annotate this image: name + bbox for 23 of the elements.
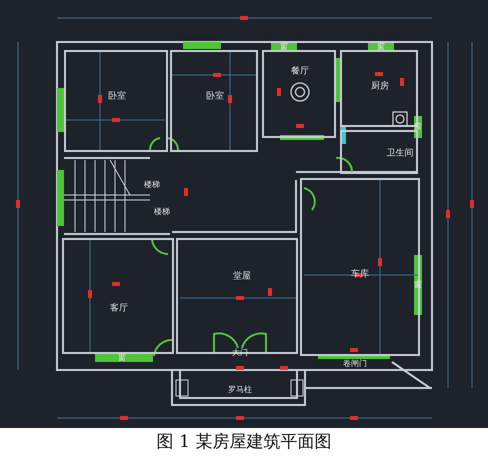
room-outline (300, 178, 420, 356)
room-outline (64, 50, 168, 152)
room-label: 卧室 (206, 92, 224, 102)
window-label: 窗 (280, 43, 288, 51)
room-label: 厨房 (371, 82, 389, 92)
room-label: 卫生间 (386, 150, 414, 158)
caption: 图 1 某房屋建筑平面图 (156, 431, 332, 453)
room-label: 客厅 (110, 304, 128, 314)
window-label: 窗 (414, 123, 422, 131)
room-label: 卧室 (108, 92, 126, 102)
room-outline (62, 238, 174, 354)
room-outline (170, 50, 258, 152)
window-label: 窗 (118, 354, 126, 362)
room-label: 车库 (351, 270, 369, 280)
stair-label: 楼梯 (144, 181, 160, 189)
room-outline (262, 50, 336, 138)
room-outline (176, 238, 298, 354)
window-label: 窗 (377, 43, 385, 51)
room-label: 堂屋 (233, 272, 251, 282)
room-label: 餐厅 (291, 68, 309, 76)
column-label: 罗马柱 (228, 386, 252, 394)
stair-label: 楼梯 (154, 208, 170, 216)
room-outline (340, 130, 418, 174)
